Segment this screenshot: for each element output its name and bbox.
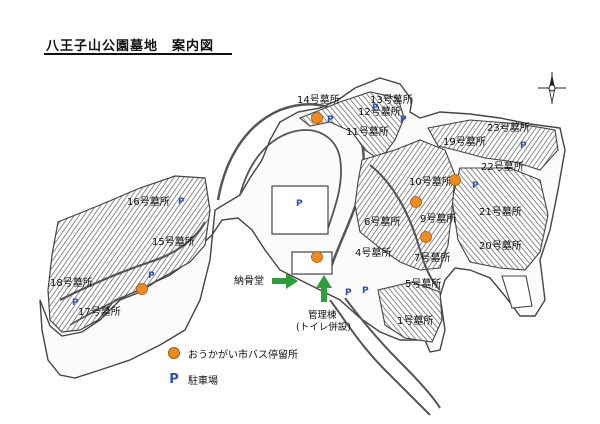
parking-icon: P xyxy=(327,115,334,125)
ossuary-label: 納骨堂 xyxy=(234,274,264,287)
section-label-15: 15号墓所 xyxy=(152,235,195,248)
bus-stop-icon xyxy=(168,347,180,359)
office-label: 管理棟 xyxy=(308,309,337,321)
north-arrow-icon xyxy=(538,72,566,104)
bus-stop-marker-icon[interactable] xyxy=(311,112,323,124)
south-access-road-2 xyxy=(344,297,441,409)
parking-icon: P xyxy=(362,286,369,296)
bus-stop-marker-icon[interactable] xyxy=(311,251,323,263)
section-label-1: 1号墓所 xyxy=(397,314,433,327)
legend-parking-label: 駐車場 xyxy=(188,375,218,387)
parking-icon: P xyxy=(148,271,155,281)
parking-icon: P xyxy=(72,298,79,308)
legend-bus-stop-label: おうかがい市バス停留所 xyxy=(188,349,298,361)
parking-icon: P xyxy=(372,103,379,113)
south-access-road xyxy=(329,299,431,416)
section-label-18: 18号墓所 xyxy=(50,276,93,289)
west-wing-road xyxy=(59,221,206,301)
bus-stop-marker-icon[interactable] xyxy=(420,231,432,243)
section-label-23: 23号墓所 xyxy=(487,121,530,134)
section-label-22: 22号墓所 xyxy=(481,160,524,173)
title-underline xyxy=(44,53,232,55)
parking-icon: P xyxy=(520,141,527,151)
south-block xyxy=(377,281,443,343)
east-upper-block xyxy=(427,119,559,171)
north-central-block xyxy=(298,91,405,161)
section-label-10: 10号墓所 xyxy=(409,175,452,188)
section-label-19: 19号墓所 xyxy=(443,135,486,148)
office-arrow-icon xyxy=(316,275,332,302)
section-label-9: 9号墓所 xyxy=(420,212,456,225)
section-label-14: 14号墓所 xyxy=(297,93,340,106)
parking-icon: P xyxy=(345,288,352,298)
map-legend: おうかがい市バス停留所 P 駐車場 xyxy=(168,342,298,390)
parking-icon: P xyxy=(169,371,179,387)
bus-stop-marker-icon[interactable] xyxy=(410,196,422,208)
section-label-4: 4号墓所 xyxy=(355,246,391,259)
bus-stop-marker-icon[interactable] xyxy=(449,174,461,186)
middle-road xyxy=(369,164,441,291)
east-spur xyxy=(501,275,533,309)
ossuary-arrow-icon xyxy=(272,273,298,289)
parking-icon: P xyxy=(296,199,303,209)
parking-icon: P xyxy=(400,115,407,125)
admin-area xyxy=(271,185,329,235)
west-wing-block xyxy=(47,175,211,333)
parking-icon: P xyxy=(178,197,185,207)
section-label-7: 7号墓所 xyxy=(414,251,450,264)
inner-loop-road xyxy=(239,129,342,229)
office-label-note: (トイレ併設) xyxy=(296,321,351,333)
page-title: 八王子山公園墓地 案内図 xyxy=(46,39,215,54)
bus-stop-marker-icon[interactable] xyxy=(136,283,148,295)
legend-parking: P 駐車場 xyxy=(168,368,298,390)
legend-bus-stop: おうかがい市バス停留所 xyxy=(168,342,298,364)
section-label-13: 13号墓所 xyxy=(370,93,413,106)
section-label-20: 20号墓所 xyxy=(479,239,522,252)
parking-icon: P xyxy=(472,181,479,191)
section-label-16: 16号墓所 xyxy=(127,195,170,208)
east-block xyxy=(451,167,549,271)
section-label-21: 21号墓所 xyxy=(479,205,522,218)
section-label-11: 11号墓所 xyxy=(346,125,389,138)
section-label-17: 17号墓所 xyxy=(78,305,121,318)
section-label-6: 6号墓所 xyxy=(364,215,400,228)
section-label-5: 5号墓所 xyxy=(405,277,441,290)
section-label-12: 12号墓所 xyxy=(358,105,401,118)
